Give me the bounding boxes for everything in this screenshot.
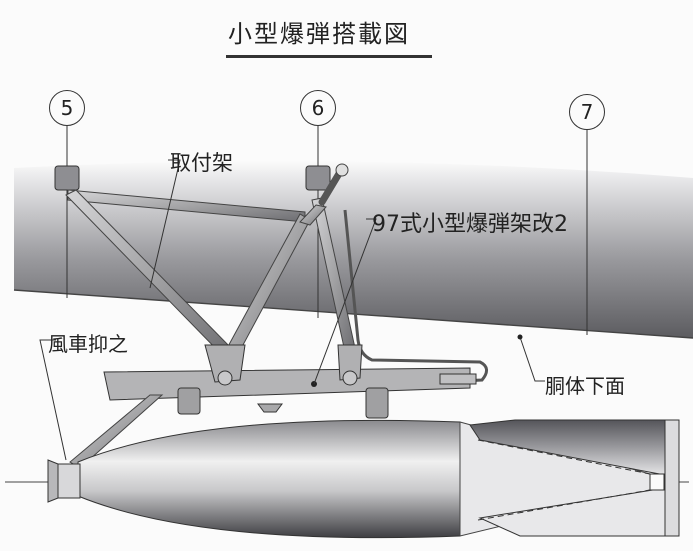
callout-6: 6: [300, 90, 336, 126]
callout-5: 5: [49, 90, 85, 126]
label-windmill-stop: 風車抑之: [48, 332, 128, 356]
label-bomb-rack: 97式小型爆弾架改2: [372, 212, 568, 237]
title-underline: [226, 55, 432, 58]
label-fuselage-underside: 胴体下面: [545, 374, 625, 398]
callout-7: 7: [569, 94, 605, 130]
diagram-title: 小型爆弾搭載図: [228, 20, 410, 48]
fuselage-underside: [14, 160, 693, 338]
label-mounting-frame: 取付架: [170, 151, 233, 175]
bomb-body: [77, 419, 461, 539]
